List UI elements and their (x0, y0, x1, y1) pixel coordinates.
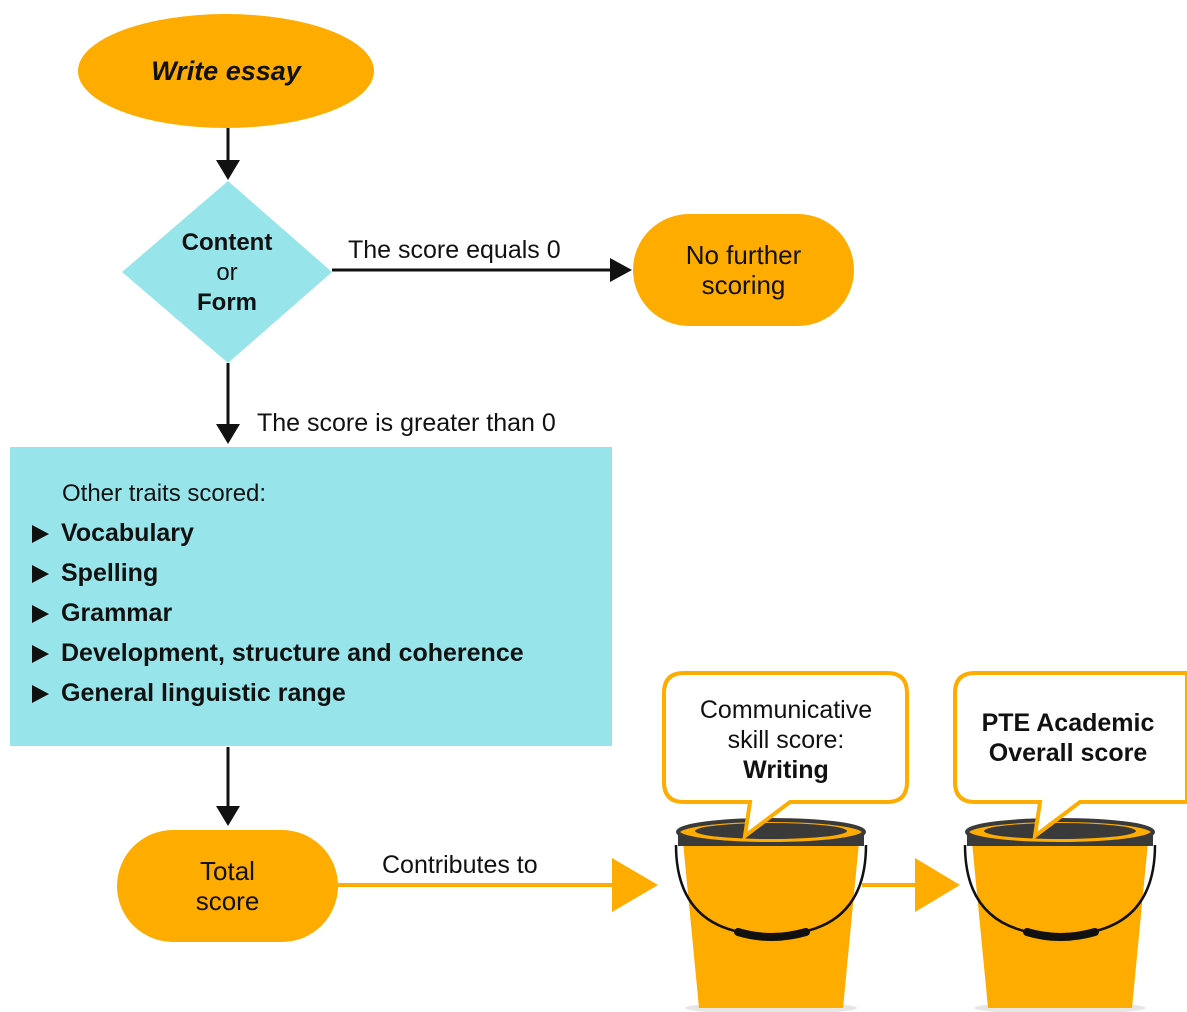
total-score-line-1: Total (200, 856, 255, 886)
decision-diamond (122, 181, 332, 363)
bullet-triangle-icon (32, 524, 49, 543)
start-node-label: Write essay (151, 55, 301, 86)
start-node-shape (78, 14, 374, 128)
trait-item: Vocabulary (32, 519, 194, 548)
traits-heading: Other traits scored: (62, 480, 267, 507)
bucket-writing-line-3: Writing (743, 756, 829, 784)
trait-label: Vocabulary (61, 519, 194, 547)
bucket-overall-line-2: Overall score (988, 739, 1148, 767)
bullet-triangle-icon (32, 644, 49, 663)
arrowhead-total-to-bucket (612, 858, 658, 912)
speech-bubble-writing (662, 671, 909, 841)
speech-bubble-overall (953, 671, 1187, 841)
no-further-line-2: scoring (701, 270, 786, 300)
total-score-line-2: score (195, 886, 260, 916)
trait-item: General linguistic range (32, 679, 346, 708)
decision-line-3: Form (197, 289, 257, 316)
no-further-pill-shape (633, 214, 854, 326)
bucket-writing-icon (674, 818, 868, 1012)
arrowhead-start-to-decision (216, 160, 240, 180)
bullet-triangle-icon (32, 564, 49, 583)
bucket-writing-line-1: Communicative (699, 696, 873, 724)
decision-line-1: Content (181, 229, 273, 256)
total-score-pill-shape (117, 830, 338, 942)
arrowhead-decision-to-no-further (610, 258, 632, 282)
trait-label: Grammar (61, 599, 173, 627)
no-further-line-1: No further (685, 240, 802, 270)
trait-item: Spelling (32, 559, 158, 588)
traits-box: Other traits scored: Vocabulary Spelling… (10, 447, 612, 746)
bucket-overall-line-1: PTE Academic (981, 709, 1155, 737)
trait-label: Spelling (61, 559, 159, 587)
bucket-writing-line-2: skill score: (727, 726, 845, 754)
trait-label: General linguistic range (61, 679, 346, 707)
bucket-overall-label: PTE Academic Overall score (957, 708, 1179, 768)
bucket-overall-icon (963, 818, 1157, 1012)
no-further-label: No further scoring (633, 214, 854, 326)
decision-line-2: or (216, 259, 238, 286)
total-score-label: Total score (117, 830, 338, 942)
edge-label-positive: The score is greater than 0 (257, 409, 556, 437)
trait-item: Grammar (32, 599, 172, 628)
trait-item: Development, structure and coherence (32, 639, 524, 668)
trait-label: Development, structure and coherence (61, 639, 524, 667)
traits-box-shape (10, 447, 612, 746)
edge-label-contributes: Contributes to (382, 851, 538, 879)
arrowhead-bucket-to-bucket (915, 858, 960, 912)
bullet-triangle-icon (32, 604, 49, 623)
bucket-writing-label: Communicative skill score: Writing (666, 695, 906, 785)
edge-label-zero: The score equals 0 (348, 236, 561, 264)
decision-node-label: Content or Form (122, 228, 332, 318)
arrowhead-decision-to-traits (216, 424, 240, 444)
arrowhead-traits-to-total (216, 806, 240, 826)
bullet-triangle-icon (32, 684, 49, 703)
